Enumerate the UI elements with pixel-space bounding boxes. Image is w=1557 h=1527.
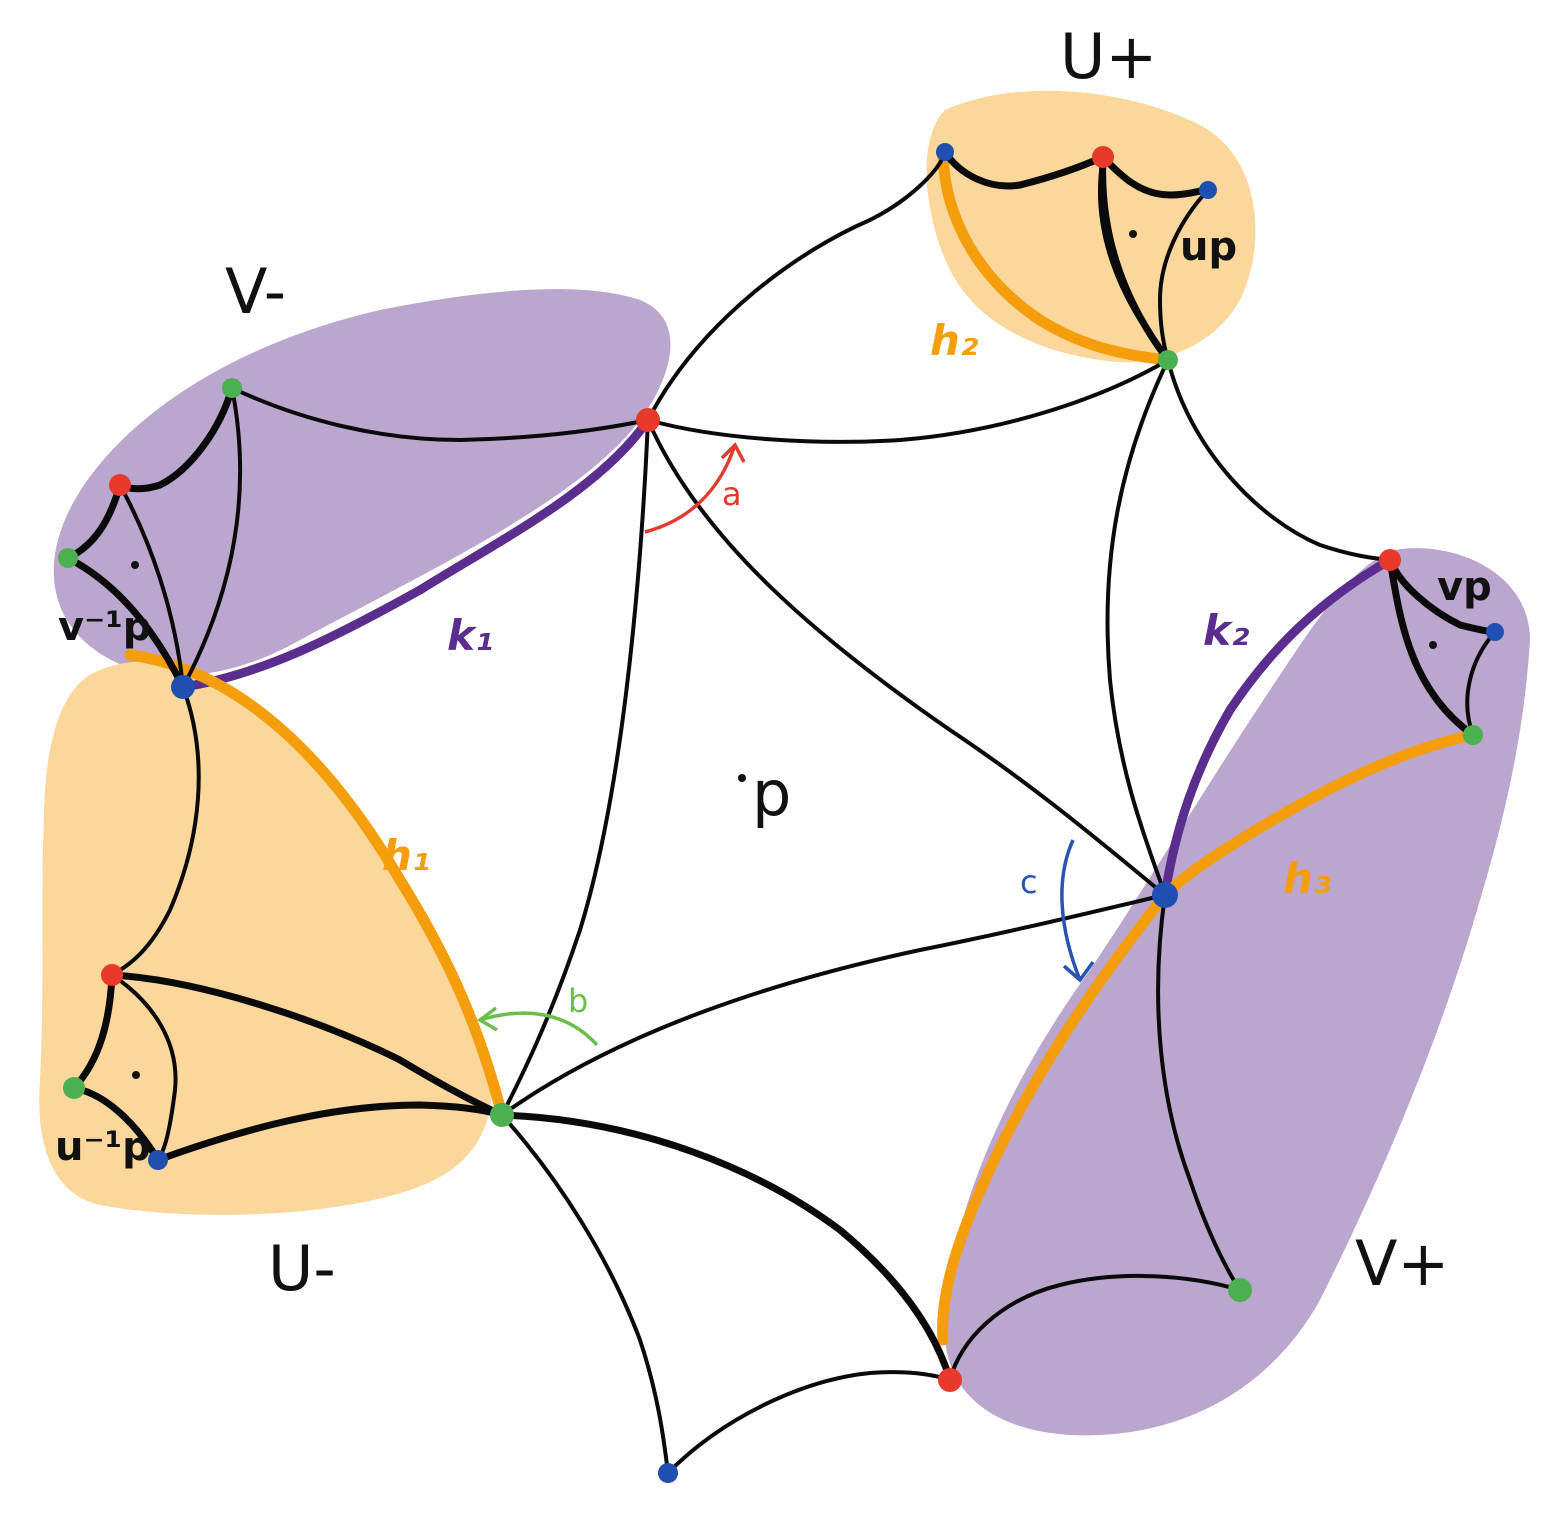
u-minus-region [39, 661, 492, 1215]
point-dot [1429, 641, 1437, 649]
k1-edge [178, 415, 653, 692]
edge [1156, 893, 1242, 1292]
label-h3: h₃ [1283, 854, 1331, 903]
label-h2: h₂ [930, 316, 979, 365]
edge [110, 973, 178, 1162]
h3-edge-lower [937, 889, 1171, 1346]
edge [1158, 188, 1210, 362]
edge [1465, 630, 1497, 737]
vertex-green [1463, 725, 1483, 745]
edge [1386, 556, 1477, 739]
vertex-blue [1486, 623, 1504, 641]
point-dot [1129, 230, 1137, 238]
label-up: up [1180, 224, 1237, 270]
vertex-blue [1152, 882, 1178, 908]
h3-edge [1159, 729, 1479, 901]
edge [941, 148, 1107, 190]
edge [666, 1370, 952, 1475]
edge [500, 1113, 670, 1475]
edge [646, 358, 1170, 444]
edge [646, 150, 947, 422]
vertex-blue [1199, 181, 1217, 199]
vertex-red [1092, 146, 1114, 168]
edge [1098, 155, 1170, 362]
edge [70, 1084, 162, 1164]
label-u-minus: U- [268, 1232, 336, 1305]
vertex-green [58, 548, 78, 568]
v-minus-region [53, 289, 671, 676]
label-h1: h₁ [382, 831, 430, 880]
h1-edge [124, 649, 508, 1121]
label-v-minus: V- [225, 255, 286, 328]
point-dot [738, 774, 746, 782]
edge [108, 971, 506, 1119]
arrow-a [644, 444, 737, 534]
vertex-green [490, 1103, 514, 1127]
edge [948, 1273, 1242, 1382]
edge [181, 386, 243, 689]
arrow-c [1060, 839, 1082, 981]
label-angle-b: b [568, 982, 588, 1020]
edge [1099, 153, 1212, 199]
label-p: p [752, 757, 791, 830]
vertex-blue [148, 1150, 168, 1170]
v-plus-region [944, 548, 1530, 1436]
h2-edge [937, 149, 1174, 366]
edge [646, 418, 1167, 897]
label-u-plus: U+ [1060, 20, 1157, 93]
edge [500, 418, 650, 1117]
label-angle-a: a [722, 475, 742, 513]
arrow-a-head [720, 442, 746, 463]
label-v-inv-p: v⁻¹p [58, 604, 151, 650]
vertex-blue [658, 1463, 678, 1483]
label-u-inv-p: u⁻¹p [55, 1124, 151, 1170]
edge [498, 1111, 954, 1384]
edge [1166, 358, 1392, 562]
arrow-b [479, 1011, 599, 1047]
label-v-plus: V+ [1355, 1227, 1449, 1300]
label-vp: vp [1437, 564, 1492, 610]
edge [230, 386, 650, 442]
vertex-blue [171, 675, 195, 699]
point-dot [132, 1071, 140, 1079]
point-dot [131, 561, 139, 569]
edge [70, 971, 116, 1092]
vertex-green [222, 378, 242, 398]
vertex-red [109, 474, 131, 496]
edge [1105, 358, 1170, 897]
k2-edge [1160, 555, 1395, 900]
edge [118, 483, 185, 689]
vertex-red [1379, 549, 1401, 571]
label-angle-c: c [1020, 863, 1038, 901]
arrow-b-head [476, 1006, 498, 1032]
vertex-green [63, 1077, 85, 1099]
vertex-red [938, 1368, 962, 1392]
edge [154, 1101, 506, 1164]
vertex-red [636, 408, 660, 432]
label-k1: k₁ [447, 611, 493, 660]
vertex-green [1228, 1278, 1252, 1302]
edge [500, 893, 1167, 1117]
label-k2: k₂ [1203, 606, 1250, 655]
arrow-c-head [1062, 960, 1095, 983]
vertex-red [101, 964, 123, 986]
edge [110, 685, 201, 977]
vertex-green [1158, 350, 1178, 370]
vertex-blue [936, 143, 954, 161]
edge [116, 384, 236, 493]
edge [64, 554, 187, 691]
